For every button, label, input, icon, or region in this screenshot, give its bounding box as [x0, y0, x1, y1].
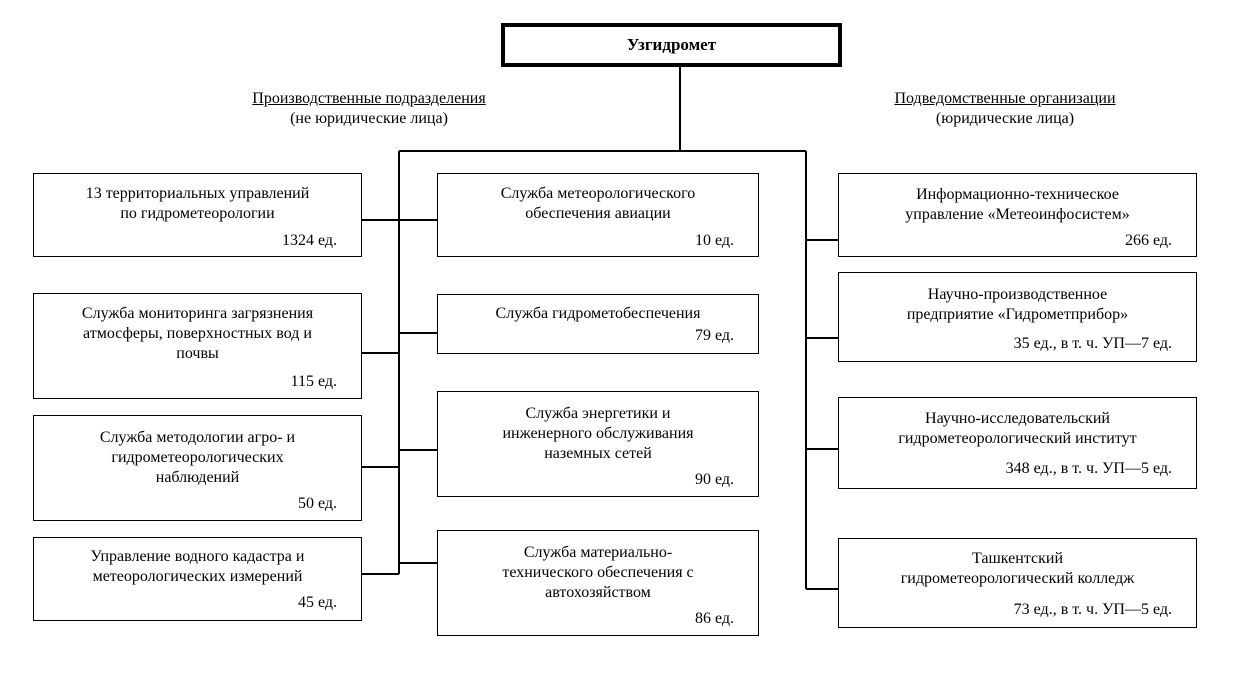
org-name: Научно-исследовательский гидрометеоролог…: [898, 410, 1137, 447]
unit-count: 115 ед.: [290, 373, 337, 390]
left-section-title: Производственные подразделения: [252, 90, 486, 107]
root-node-uzhydromet: Узгидромет: [501, 23, 842, 67]
left-unit-box: Служба мониторинга загрязнения атмосферы…: [33, 293, 362, 399]
right-org-box: Информационно-техническое управление «Ме…: [838, 173, 1197, 257]
root-label: Узгидромет: [626, 35, 717, 54]
unit-name: Служба гидрометобеспечения: [495, 305, 701, 322]
org-count: 73 ед., в т. ч. УП—5 ед.: [1013, 601, 1172, 618]
middle-unit-box: Служба энергетики и инженерного обслужив…: [437, 391, 759, 497]
unit-name: 13 территориальных управлений по гидроме…: [85, 185, 310, 222]
right-section-header: Подведомственные организации (юридически…: [855, 89, 1155, 129]
org-count: 35 ед., в т. ч. УП—7 ед.: [1013, 335, 1172, 352]
middle-unit-box: Служба метеорологического обеспечения ав…: [437, 173, 759, 257]
left-unit-box: Служба методологии агро- и гидрометеорол…: [33, 415, 362, 521]
org-count: 348 ед., в т. ч. УП—5 ед.: [1005, 460, 1172, 477]
unit-name: Служба мониторинга загрязнения атмосферы…: [81, 305, 314, 362]
right-org-box: Научно-производственное предприятие «Гид…: [838, 272, 1197, 362]
middle-unit-box: Служба гидрометобеспечения 79 ед.: [437, 294, 759, 354]
unit-count: 10 ед.: [694, 232, 734, 249]
right-org-box: Научно-исследовательский гидрометеоролог…: [838, 397, 1197, 489]
left-section-header: Производственные подразделения (не юриди…: [214, 89, 524, 129]
org-name: Научно-производственное предприятие «Гид…: [906, 286, 1129, 323]
unit-name: Служба методологии агро- и гидрометеорол…: [99, 429, 296, 486]
left-unit-box: 13 территориальных управлений по гидроме…: [33, 173, 362, 257]
left-section-subtitle: (не юридические лица): [290, 110, 448, 127]
right-section-subtitle: (юридические лица): [935, 110, 1075, 127]
org-count: 266 ед.: [1124, 232, 1172, 249]
unit-name: Управление водного кадастра и метеоролог…: [90, 548, 305, 585]
unit-count: 45 ед.: [297, 594, 337, 611]
right-org-box: Ташкентский гидрометеорологический колле…: [838, 538, 1197, 628]
org-name: Информационно-техническое управление «Ме…: [905, 186, 1130, 223]
org-name: Ташкентский гидрометеорологический колле…: [900, 550, 1135, 587]
unit-name: Служба метеорологического обеспечения ав…: [500, 185, 696, 222]
unit-count: 79 ед.: [694, 327, 734, 344]
middle-unit-box: Служба материально- технического обеспеч…: [437, 530, 759, 636]
unit-count: 50 ед.: [297, 495, 337, 512]
left-unit-box: Управление водного кадастра и метеоролог…: [33, 537, 362, 621]
unit-name: Служба энергетики и инженерного обслужив…: [502, 405, 694, 462]
unit-count: 86 ед.: [694, 610, 734, 627]
unit-name: Служба материально- технического обеспеч…: [502, 544, 694, 601]
unit-count: 90 ед.: [694, 471, 734, 488]
unit-count: 1324 ед.: [281, 232, 337, 249]
right-section-title: Подведомственные организации: [894, 90, 1116, 107]
